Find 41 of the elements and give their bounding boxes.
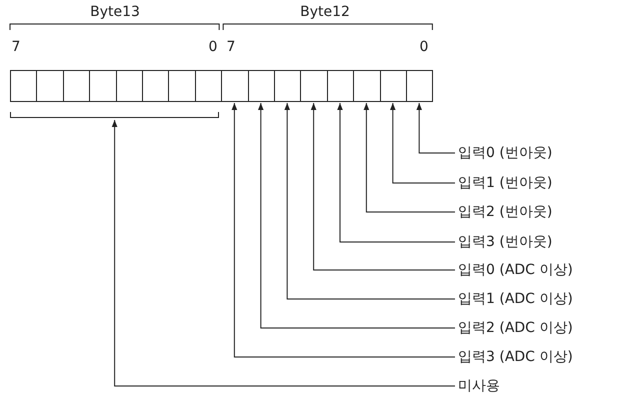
bit-cell — [380, 70, 407, 102]
bit-cell — [406, 70, 434, 102]
bit-label: 입력2 (ADC 이상) — [458, 319, 573, 337]
bit-cell — [248, 70, 275, 102]
bit-cell — [142, 70, 170, 102]
bit-cell — [326, 70, 354, 102]
bit-cell — [274, 70, 302, 102]
leader-line — [232, 102, 456, 358]
bit-cell — [36, 70, 64, 102]
leader-line — [416, 102, 456, 154]
bit-label: 입력0 (ADC 이상) — [458, 261, 573, 279]
byte-label: Byte12 — [300, 3, 350, 21]
bit-cell — [89, 70, 117, 102]
leader-line — [390, 102, 456, 184]
bit-label: 입력3 (번아웃) — [458, 233, 552, 251]
bit-number: 0 — [208, 38, 218, 56]
bit-cell — [221, 70, 249, 102]
byte-label: Byte13 — [90, 3, 140, 21]
bit-label: 입력1 (ADC 이상) — [458, 290, 573, 308]
bit-cell — [194, 70, 222, 102]
bit-label: 입력2 (번아웃) — [458, 203, 552, 221]
bit-label: 입력0 (번아웃) — [458, 144, 552, 162]
bit-cell — [10, 70, 38, 102]
bit-number: 7 — [226, 38, 236, 56]
leader-line — [112, 120, 456, 386]
bit-number: 7 — [12, 38, 20, 56]
bit-number: 0 — [420, 38, 428, 56]
bit-label: 입력3 (ADC 이상) — [458, 348, 573, 366]
bit-label: 미사용 — [458, 377, 500, 395]
bit-cell — [116, 70, 143, 102]
leader-line — [337, 102, 456, 242]
leader-line — [284, 102, 456, 300]
bit-cell — [300, 70, 328, 102]
bit-label: 입력1 (번아웃) — [458, 174, 552, 192]
leader-line — [258, 102, 456, 328]
bit-cell — [353, 70, 381, 102]
leader-line — [310, 102, 456, 270]
bit-cell — [168, 70, 196, 102]
bit-cell — [62, 70, 90, 102]
bracket — [10, 112, 220, 118]
leader-line — [364, 102, 456, 212]
